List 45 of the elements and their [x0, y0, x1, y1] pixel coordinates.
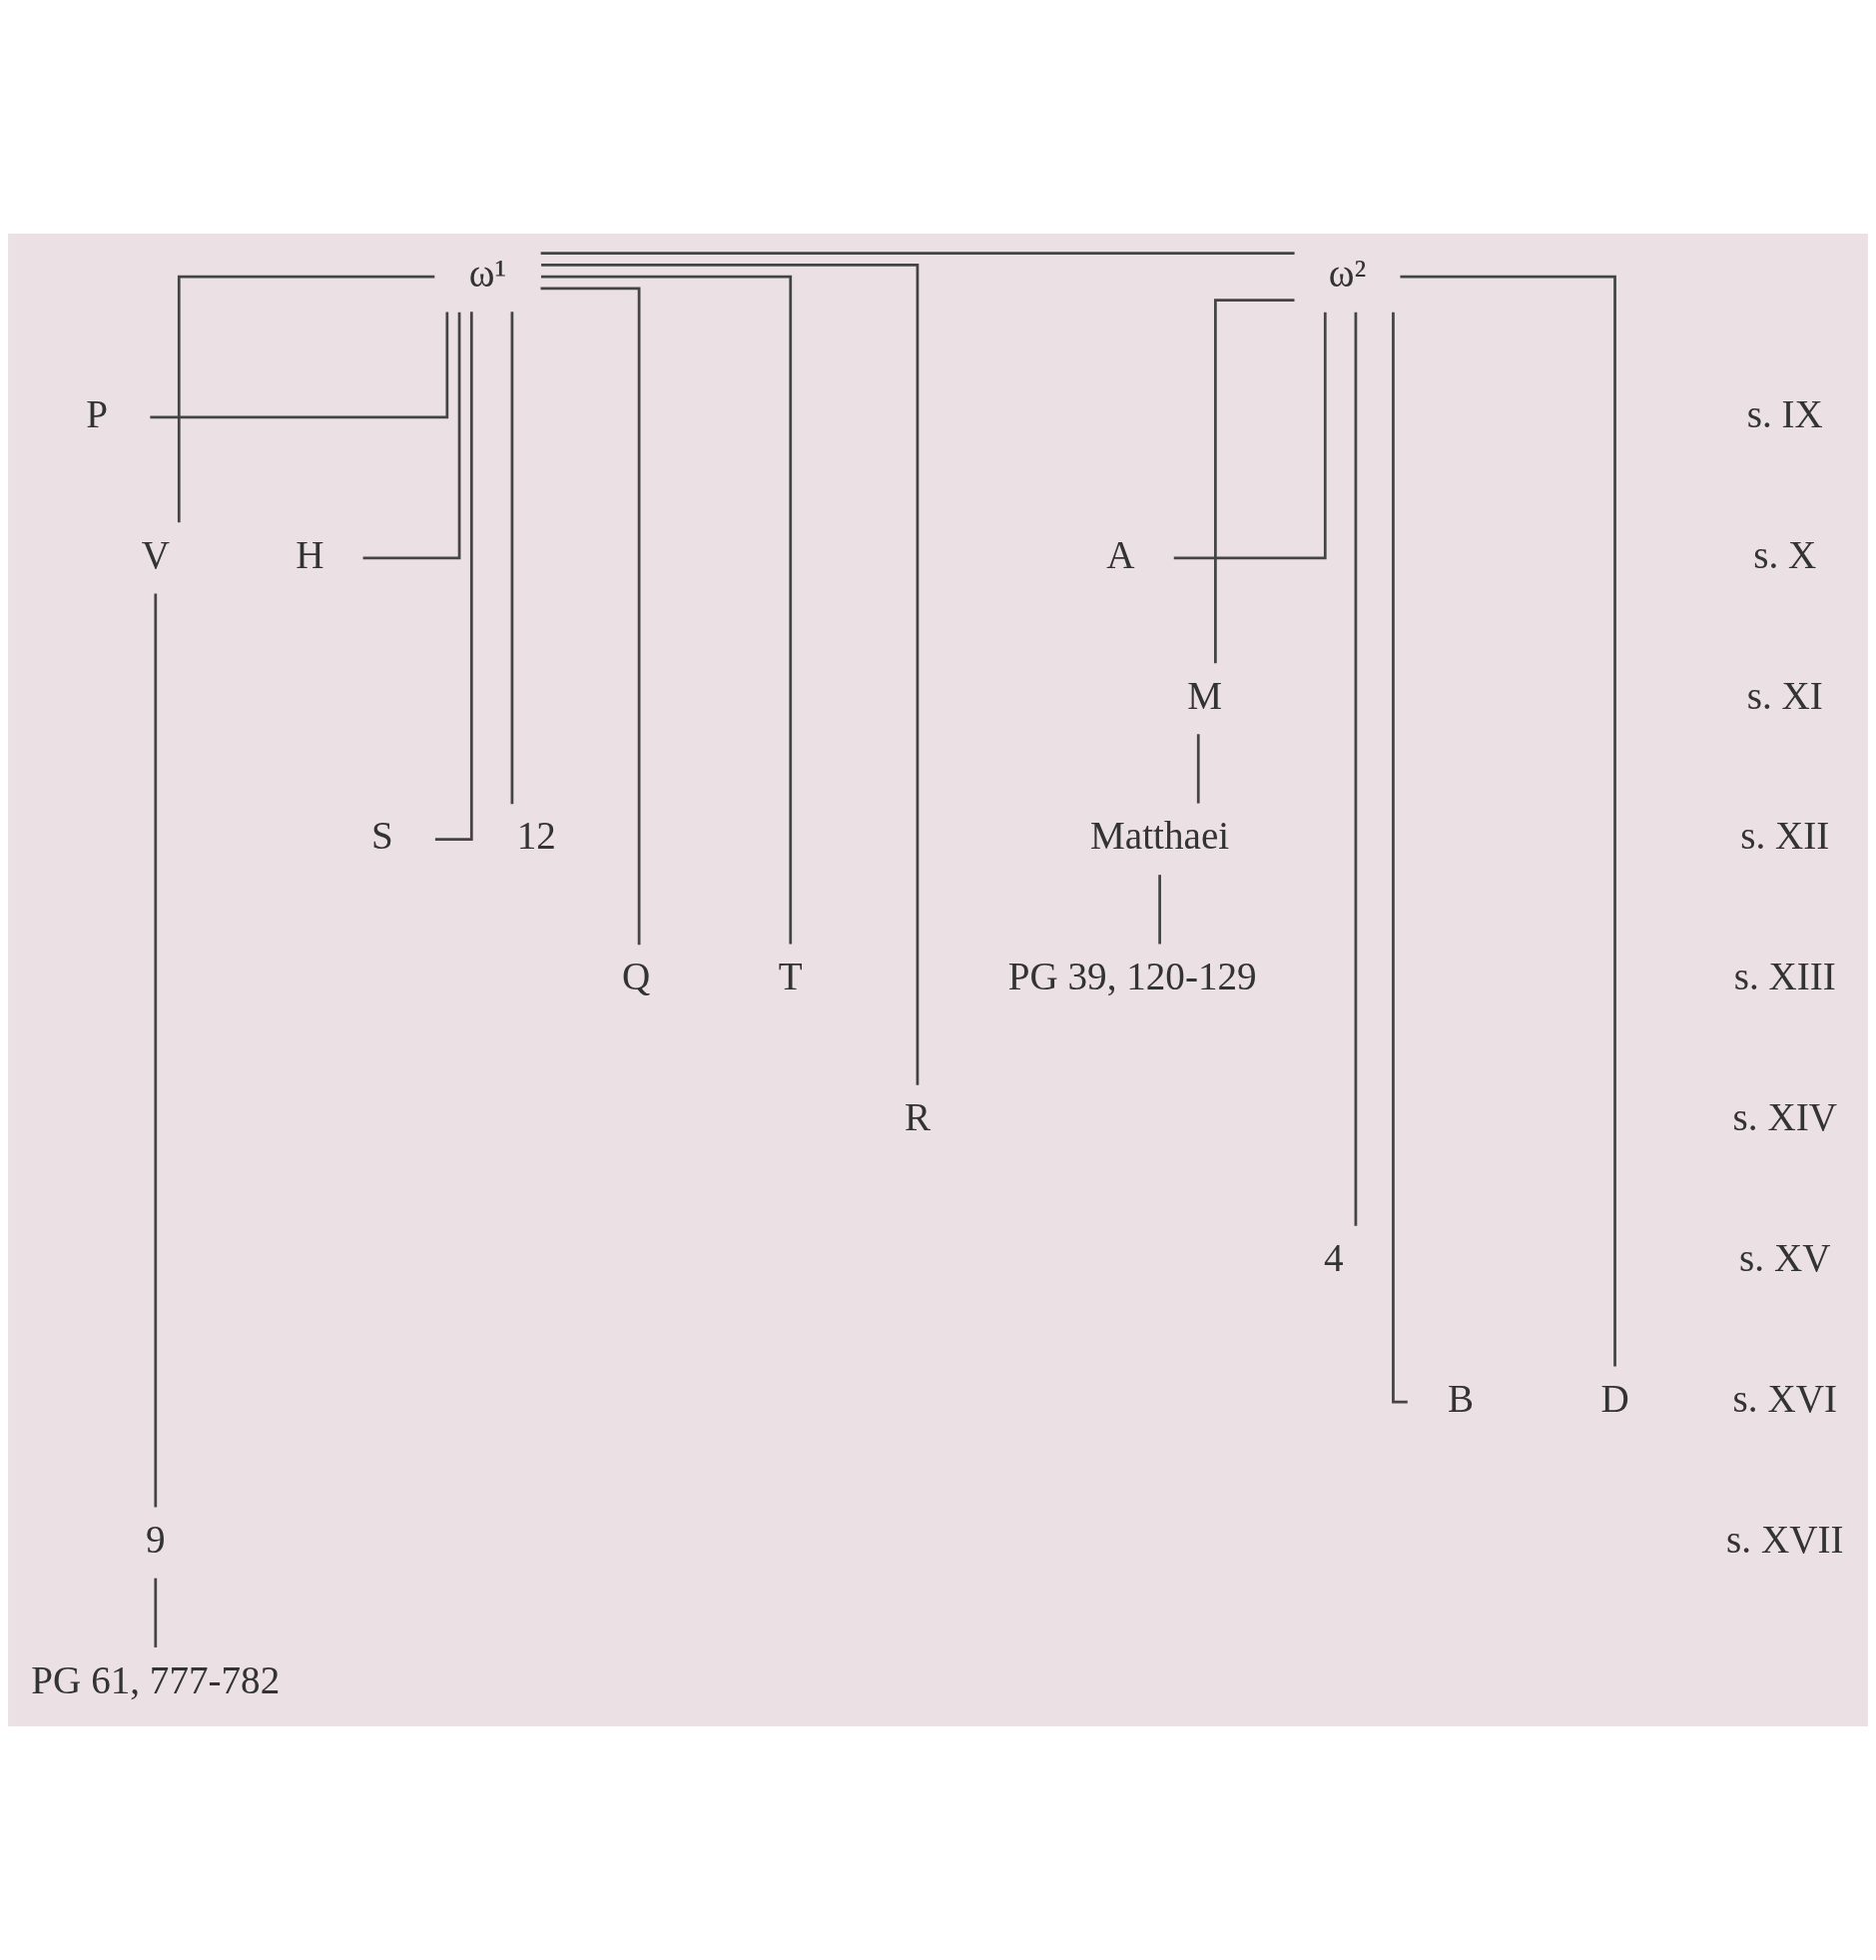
node-text: H [296, 532, 324, 576]
node-text: A [1106, 532, 1135, 576]
node-text: V [141, 532, 170, 576]
label: s. XIV [1732, 1095, 1837, 1139]
label: s. XII [1740, 814, 1830, 858]
label: s. XI [1746, 673, 1823, 717]
connector [540, 287, 641, 946]
label: s. XIII [1733, 955, 1836, 998]
label: s. XV [1739, 1236, 1831, 1280]
node-text: M [1187, 673, 1222, 717]
connector [540, 252, 1295, 255]
node-text: 12 [516, 814, 556, 858]
connector [434, 312, 473, 841]
connector [540, 275, 793, 945]
node-text: Matthaei [1090, 814, 1230, 858]
node-text: ω¹ [468, 251, 507, 295]
node-text: D [1600, 1376, 1629, 1420]
connector [541, 263, 920, 1085]
connector [1196, 734, 1200, 804]
connector [177, 275, 435, 523]
connector [154, 593, 158, 1508]
connector [1214, 299, 1295, 664]
label: s. XVI [1732, 1376, 1837, 1420]
connector [510, 312, 514, 805]
connector [1400, 275, 1616, 1367]
node-text: R [904, 1095, 932, 1139]
connector [150, 312, 449, 419]
node-text: T [778, 955, 803, 998]
node-text: 9 [146, 1517, 166, 1561]
node-text: S [370, 814, 393, 858]
node-text: Q [622, 955, 651, 998]
connector [1158, 875, 1161, 945]
node-text: PG 61, 777-782 [31, 1657, 281, 1701]
node-text: ω² [1328, 251, 1367, 295]
label: s. X [1753, 532, 1817, 576]
connector [1173, 312, 1327, 560]
label: s. XVII [1726, 1517, 1844, 1561]
node-text: P [86, 391, 108, 435]
node-text: B [1447, 1376, 1474, 1420]
connector [362, 312, 461, 560]
node-text: PG 39, 120-129 [1007, 955, 1257, 998]
connector [154, 1578, 158, 1647]
connector [1354, 312, 1358, 1226]
node-text: 4 [1323, 1236, 1344, 1280]
label: s. IX [1746, 391, 1823, 435]
